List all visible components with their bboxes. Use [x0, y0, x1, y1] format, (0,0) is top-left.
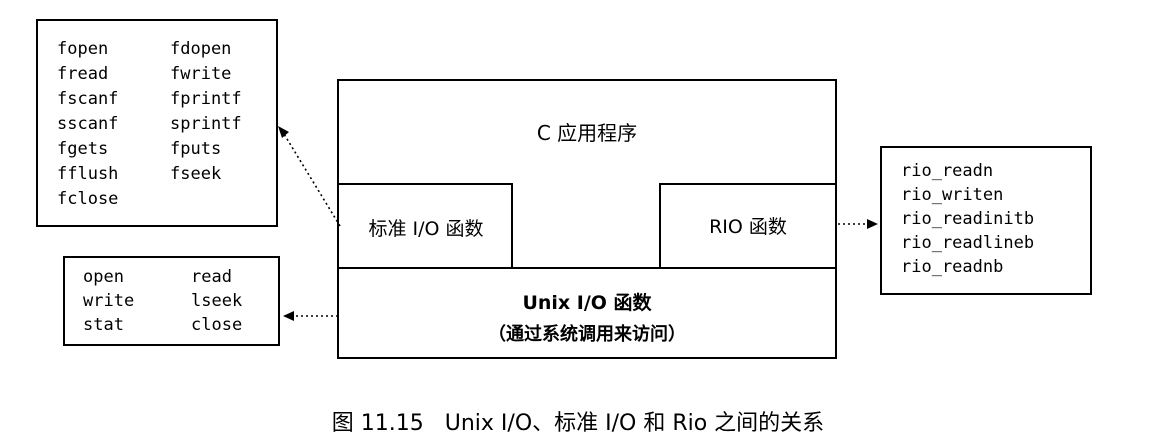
function-name: fclose — [57, 189, 119, 209]
function-name: fseek — [170, 164, 222, 184]
unix-layer-sublabel: （通过系统调用来访问） — [488, 324, 686, 345]
function-name: fputs — [170, 139, 222, 159]
function-name: open — [83, 267, 124, 287]
rio-functions-box: rio_readn rio_writen rio_readinitb rio_read… — [880, 146, 1092, 295]
function-name: rio_writen — [901, 185, 1004, 205]
stdio-connector-arrowhead — [278, 126, 289, 138]
function-name: fread — [57, 64, 109, 84]
unix-connector-arrowhead — [283, 311, 294, 321]
function-name: rio_readlineb — [901, 233, 1035, 253]
rio-layer-label: RIO 函数 — [709, 216, 787, 238]
stdio-layer-label: 标准 I/O 函数 — [368, 218, 484, 240]
rio-connector-arrowhead — [867, 219, 878, 229]
function-name: fflush — [57, 164, 119, 184]
function-name: rio_readnb — [901, 257, 1004, 277]
stdio-connector — [283, 133, 341, 227]
function-name: stat — [83, 315, 124, 335]
unix-functions-box: open write stat read lseek close — [63, 256, 280, 346]
function-name: lseek — [191, 291, 243, 311]
application-title: C 应用程序 — [536, 121, 638, 145]
function-name: close — [191, 315, 243, 335]
function-name: fscanf — [57, 89, 119, 109]
function-name: sscanf — [57, 114, 119, 134]
function-name: read — [191, 267, 232, 287]
function-name: fopen — [57, 39, 109, 59]
function-name: fprintf — [170, 89, 242, 109]
stdio-subbox-outline — [338, 183, 513, 268]
rio-subbox-outline — [659, 183, 836, 268]
function-name: fwrite — [170, 64, 232, 84]
application-outer-box — [337, 79, 837, 359]
function-name: fgets — [57, 139, 109, 159]
unix-layer-label: Unix I/O 函数 — [522, 292, 652, 314]
function-name: fdopen — [170, 39, 232, 59]
function-name: write — [83, 291, 135, 311]
function-name: rio_readinitb — [901, 209, 1035, 229]
function-name: sprintf — [170, 114, 242, 134]
figure-caption: 图 11.15 Unix I/O、标准 I/O 和 Rio 之间的关系 — [331, 411, 825, 436]
function-name: rio_readn — [901, 161, 994, 181]
